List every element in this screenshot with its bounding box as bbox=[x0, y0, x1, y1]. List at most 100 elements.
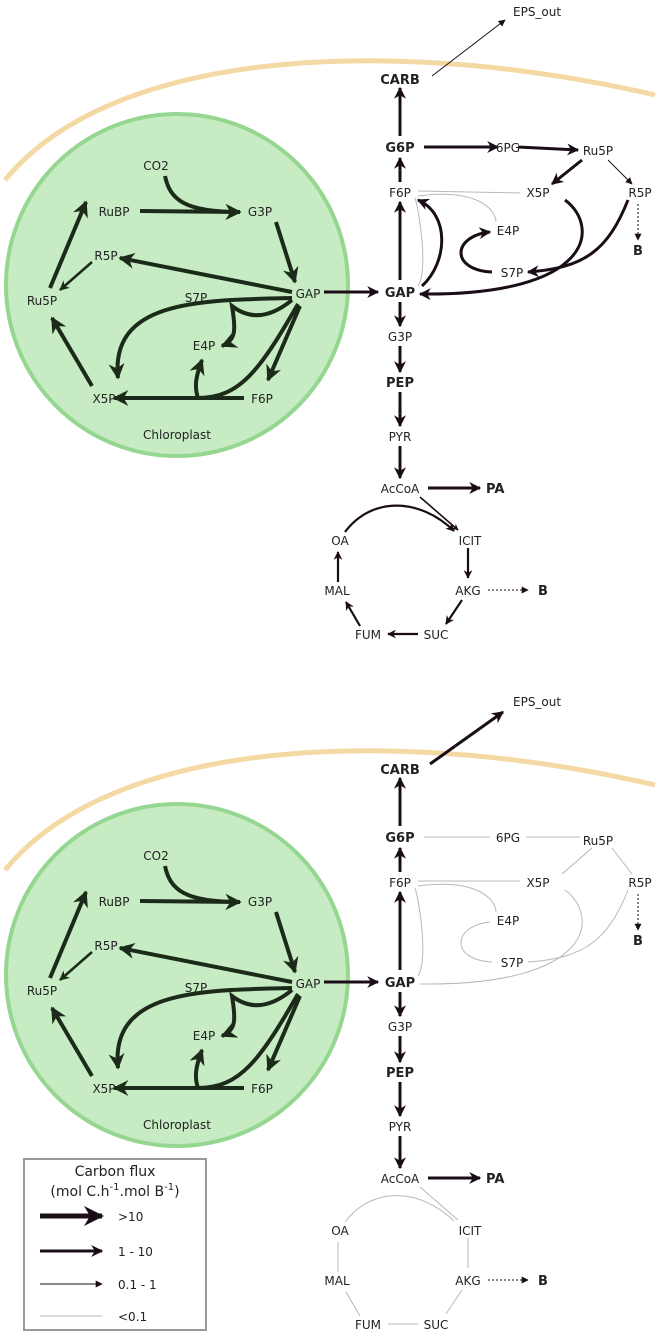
label-chloroplast: Chloroplast bbox=[143, 428, 211, 442]
flux-ru5p-x5p bbox=[551, 158, 583, 186]
label-gap-c: GAP bbox=[385, 976, 415, 991]
label-f6p-p: F6P bbox=[251, 392, 273, 406]
label-x5p-p: X5P bbox=[92, 1082, 115, 1096]
flux-r5p-ru5p bbox=[59, 951, 93, 981]
label-pa: PA bbox=[486, 482, 504, 497]
label-g3p-c: G3P bbox=[388, 1020, 412, 1034]
metabolite-labels: EPS_out CARB G6P 6PG Ru5P F6P X5P R5P E4… bbox=[27, 695, 652, 1332]
flux-gap-s7p bbox=[220, 298, 294, 348]
label-e4p-p: E4P bbox=[193, 1029, 215, 1043]
label-f6p-p: F6P bbox=[251, 1082, 273, 1096]
flux-s7p-e4p bbox=[459, 227, 493, 274]
label-pyr: PYR bbox=[389, 1120, 412, 1134]
label-s7p-p: S7P bbox=[185, 981, 208, 995]
label-suc: SUC bbox=[424, 1318, 449, 1332]
label-s7p-p: S7P bbox=[185, 291, 208, 305]
label-icit: ICIT bbox=[459, 1224, 482, 1238]
label-r5p-p: R5P bbox=[94, 939, 117, 953]
flux-rubp-g3p bbox=[139, 893, 242, 910]
flux-r5p-s7p bbox=[526, 199, 630, 278]
label-pep: PEP bbox=[386, 376, 414, 391]
label-e4p-p: E4P bbox=[193, 339, 215, 353]
flux-f6p-e4p-minor bbox=[417, 193, 497, 223]
label-pa: PA bbox=[486, 1172, 504, 1187]
legend-unit: (mol C.h-1.mol B-1) bbox=[50, 1182, 179, 1200]
label-f6p-c: F6P bbox=[389, 186, 411, 200]
cytosol-arrows bbox=[324, 710, 642, 1325]
label-rubp: RuBP bbox=[99, 205, 130, 219]
label-x5p-p: X5P bbox=[92, 392, 115, 406]
legend-box bbox=[23, 1158, 207, 1331]
label-carb: CARB bbox=[380, 73, 420, 88]
label-carb: CARB bbox=[380, 763, 420, 778]
plastid-arrows bbox=[48, 865, 302, 1096]
label-g6p: G6P bbox=[385, 141, 414, 156]
legend-title: Carbon flux bbox=[75, 1164, 156, 1180]
flux-gap-x5p bbox=[108, 986, 293, 1070]
label-r5p-c: R5P bbox=[628, 186, 651, 200]
label-b-akg: B bbox=[538, 584, 548, 599]
label-suc: SUC bbox=[424, 628, 449, 642]
label-f6p-c: F6P bbox=[389, 876, 411, 890]
label-g6p: G6P bbox=[385, 831, 414, 846]
label-fum: FUM bbox=[355, 1318, 381, 1332]
label-ru5p-p: Ru5P bbox=[27, 294, 57, 308]
cell-membrane bbox=[3, 748, 656, 872]
flux-gap-r5p bbox=[118, 252, 293, 294]
flux-gap-s7p bbox=[220, 988, 294, 1038]
label-g3p-p: G3P bbox=[248, 205, 272, 219]
label-s7p-c: S7P bbox=[501, 956, 524, 970]
plastid-arrows bbox=[48, 175, 302, 406]
label-akg: AKG bbox=[455, 584, 480, 598]
label-e4p-c: E4P bbox=[497, 914, 519, 928]
chloroplast bbox=[4, 802, 350, 1148]
label-b-akg: B bbox=[538, 1274, 548, 1289]
flux-x5p-ru5p bbox=[50, 316, 94, 388]
legend: Carbon flux (mol C.h-1.mol B-1) >10 1 - … bbox=[23, 1158, 207, 1331]
label-co2: CO2 bbox=[143, 849, 168, 863]
label-co2: CO2 bbox=[143, 159, 168, 173]
chloroplast bbox=[4, 112, 350, 458]
flux-ru5p-r5p bbox=[607, 159, 633, 185]
flux-gap-f6p bbox=[266, 305, 302, 382]
flux-carb-eps bbox=[429, 710, 504, 766]
label-oa: OA bbox=[331, 1224, 349, 1238]
label-accoa: AcCoA bbox=[381, 1172, 420, 1186]
flux-akg-suc bbox=[445, 599, 463, 625]
flux-x5p-ru5p bbox=[50, 1006, 94, 1078]
legend-label-gt10: >10 bbox=[118, 1210, 143, 1224]
label-mal: MAL bbox=[324, 1274, 350, 1288]
flux-g3p-gap bbox=[274, 911, 299, 974]
metabolite-labels: EPS_out CARB G6P 6PG Ru5P F6P X5P R5P E4… bbox=[27, 5, 652, 642]
label-eps-out: EPS_out bbox=[513, 695, 561, 709]
flux-oa-icit bbox=[344, 504, 455, 533]
flux-g3p-gap bbox=[274, 221, 299, 284]
label-rubp: RuBP bbox=[99, 895, 130, 909]
label-b-r5p: B bbox=[633, 934, 643, 949]
flux-f6p-gap-minor bbox=[414, 197, 424, 287]
label-x5p-c: X5P bbox=[526, 876, 549, 890]
legend-label-0.1-1: 0.1 - 1 bbox=[118, 1278, 157, 1292]
label-e4p-c: E4P bbox=[497, 224, 519, 238]
legend-label-1-10: 1 - 10 bbox=[118, 1245, 153, 1259]
legend-label-lt0.1: <0.1 bbox=[118, 1310, 147, 1324]
label-oa: OA bbox=[331, 534, 349, 548]
flux-ru5p-rubp bbox=[48, 890, 88, 979]
label-ru5p-c: Ru5P bbox=[583, 834, 613, 848]
label-ru5p-p: Ru5P bbox=[27, 984, 57, 998]
label-s7p-c: S7P bbox=[501, 266, 524, 280]
flux-gap-r5p bbox=[118, 942, 293, 984]
label-fum: FUM bbox=[355, 628, 381, 642]
label-eps-out: EPS_out bbox=[513, 5, 561, 19]
flux-carb-eps bbox=[431, 19, 506, 77]
label-g3p-p: G3P bbox=[248, 895, 272, 909]
flux-accoa-icit bbox=[419, 496, 459, 531]
flux-6pg-ru5p bbox=[517, 143, 580, 156]
label-gap-p: GAP bbox=[296, 977, 321, 991]
label-chloroplast: Chloroplast bbox=[143, 1118, 211, 1132]
label-g3p-c: G3P bbox=[388, 330, 412, 344]
label-b-r5p: B bbox=[633, 244, 643, 259]
flux-ru5p-rubp bbox=[48, 200, 88, 289]
flux-x5p-gap bbox=[418, 198, 584, 301]
